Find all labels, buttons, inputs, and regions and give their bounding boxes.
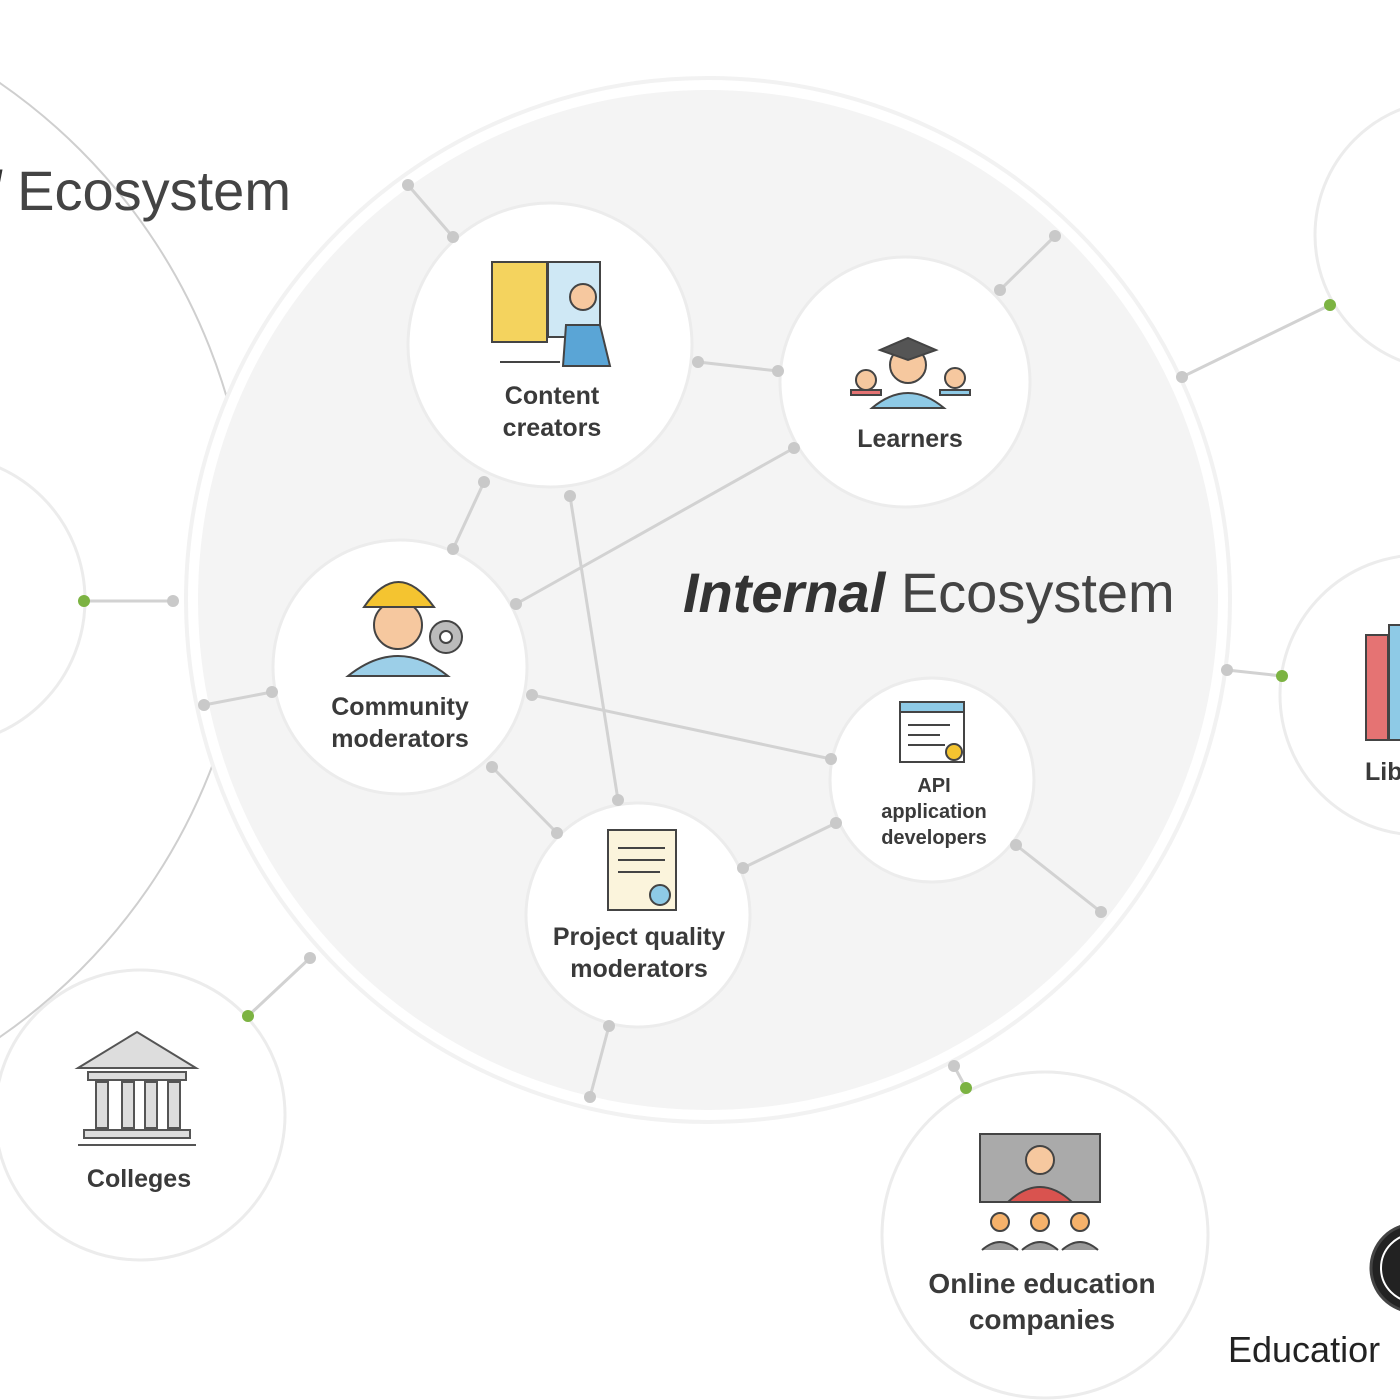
certificate-icon: [607, 829, 677, 911]
green-dots: [78, 299, 1336, 1094]
node-project-quality-moderators: Project quality moderators: [553, 921, 725, 985]
node-label: moderators: [331, 725, 469, 753]
node-label: Project quality: [552, 923, 726, 951]
node-colleges: Colleges: [87, 1163, 191, 1195]
gray-dots: [167, 179, 1233, 1103]
external-ecosystem-title: l Ecosystem: [0, 158, 291, 223]
node-libraries: Lib: [1365, 756, 1400, 788]
node-content-creators: Content creators: [503, 380, 602, 444]
node-online-education-companies: Online education companies: [928, 1266, 1155, 1338]
node-circles: [0, 108, 1400, 1400]
logo-badge-icon: [1369, 1225, 1400, 1311]
graduates-icon: [850, 336, 971, 409]
worker-helmet-icon: [345, 581, 463, 677]
node-api-developers: API application developers: [881, 773, 987, 851]
content-creator-icon: [491, 261, 612, 367]
node-label: Educatior: [1228, 1329, 1381, 1370]
internal-ecosystem-title: Internal Ecosystem: [683, 560, 1175, 625]
video-lecture-icon: [979, 1133, 1101, 1251]
internal-title-italic: Internal: [683, 561, 886, 624]
node-education-partial: Educatior: [1228, 1330, 1380, 1370]
node-label: Content: [504, 382, 600, 410]
external-title-italic: l: [0, 159, 2, 222]
code-window-icon: [899, 701, 965, 763]
node-label: application: [881, 801, 987, 823]
node-community-moderators: Community moderators: [331, 691, 469, 755]
node-label: moderators: [570, 955, 708, 983]
node-label: API: [917, 775, 951, 797]
node-label: Learners: [857, 425, 963, 453]
internal-title-word: Ecosystem: [900, 561, 1175, 624]
node-label: Online education: [928, 1268, 1156, 1299]
institution-icon: [74, 1030, 200, 1146]
node-label: companies: [968, 1304, 1116, 1335]
node-learners: Learners: [857, 423, 963, 455]
node-label: creators: [502, 414, 602, 442]
node-label: Lib: [1365, 758, 1400, 786]
external-title-word: Ecosystem: [17, 159, 291, 222]
books-icon: [1365, 624, 1400, 741]
node-label: developers: [881, 827, 987, 849]
node-label: Colleges: [86, 1165, 192, 1193]
node-label: Community: [331, 693, 469, 721]
connections: [84, 184, 1331, 1098]
